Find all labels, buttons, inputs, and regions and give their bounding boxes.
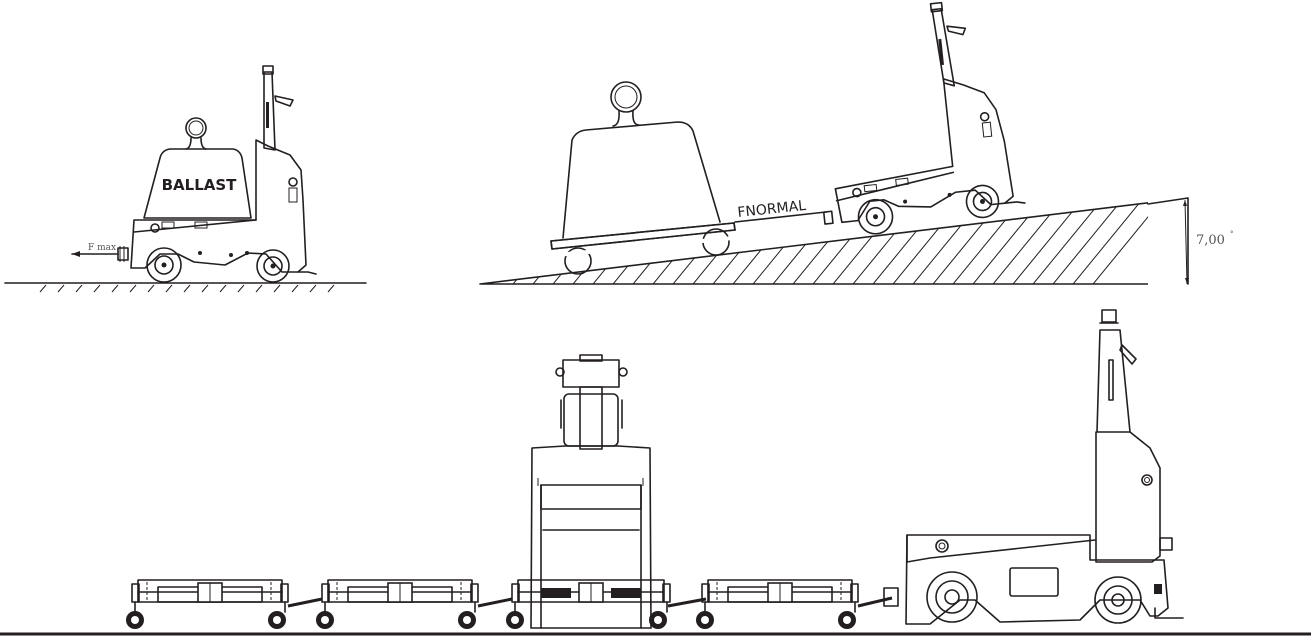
ground-hatch [39, 284, 335, 293]
tug-small-flat [117, 65, 317, 283]
tow-link-3 [667, 597, 707, 608]
tug-large-side-view [883, 309, 1184, 625]
cart-3-with-tug [506, 354, 671, 629]
force-normal: FNORMAL [734, 198, 827, 223]
angle-unit: ° [1230, 230, 1234, 238]
cart-2 [316, 579, 479, 629]
tow-link-2 [477, 597, 513, 608]
angle-dimension: 7,00 ° [1183, 199, 1234, 285]
panel-incline-test: 7,00 ° FNORMAL [479, 1, 1234, 290]
panel-train-side-view [0, 309, 1311, 636]
carried-tug-front-view [530, 354, 652, 629]
force-label-fmax: F max [88, 243, 116, 253]
tow-link-4 [857, 596, 893, 608]
weighted-cart [550, 81, 740, 275]
tug-small-incline [822, 1, 1026, 235]
force-label-normal: FNORMAL [737, 198, 807, 221]
cart-4 [696, 579, 859, 629]
force-arrow-fmax: F max [71, 243, 119, 257]
cart-1 [126, 579, 289, 629]
ballast-weight: BALLAST [143, 117, 252, 219]
ballast-label: BALLAST [162, 176, 238, 194]
angle-value: 7,00 [1196, 233, 1225, 248]
panel-ballast-test: BALLAST [4, 65, 367, 293]
tow-link-1 [287, 597, 323, 608]
